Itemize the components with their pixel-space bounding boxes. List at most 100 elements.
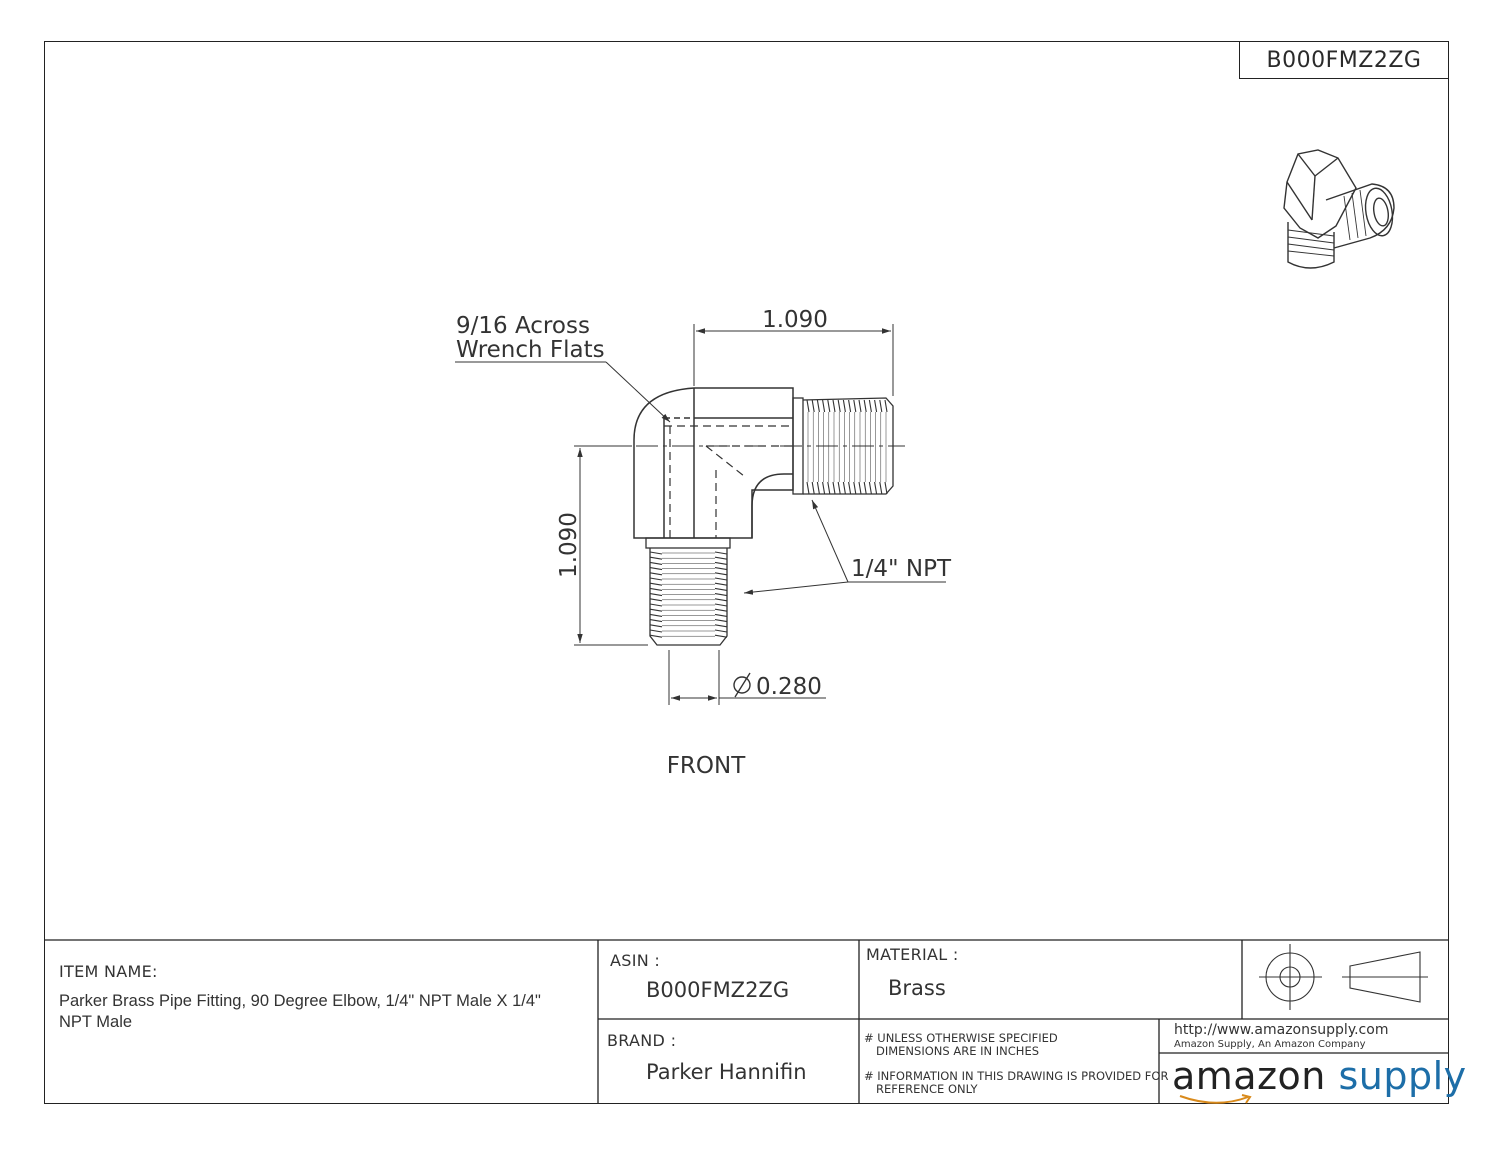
thread-mark xyxy=(714,629,728,633)
thread-mark xyxy=(858,481,862,495)
thread-mark xyxy=(649,556,663,560)
thread-mark xyxy=(842,481,846,495)
thread-mark xyxy=(858,399,862,413)
wrench-flats-leader xyxy=(455,361,671,423)
thread-mark xyxy=(714,608,728,612)
view-label: FRONT xyxy=(667,753,747,779)
projection-symbol-icon xyxy=(1259,944,1428,1010)
thread-mark xyxy=(649,634,663,638)
thread-mark xyxy=(853,399,857,413)
thread-mark xyxy=(714,551,728,555)
item-name-label: ITEM NAME: xyxy=(59,962,158,981)
material-value: Brass xyxy=(888,976,946,1000)
logo-supply-word: supply xyxy=(1338,1054,1467,1098)
note-units-line1: # UNLESS OTHERWISE SPECIFIED xyxy=(864,1031,1058,1045)
thread-mark xyxy=(714,619,728,623)
thread-mark xyxy=(649,613,663,617)
thread-mark xyxy=(806,481,810,495)
thread-mark xyxy=(714,561,728,565)
company-line: Amazon Supply, An Amazon Company xyxy=(1174,1039,1366,1050)
thread-mark xyxy=(827,399,831,413)
thread-mark xyxy=(884,481,888,495)
asin-value: B000FMZ2ZG xyxy=(646,978,790,1002)
amazon-supply-logo: amazon supply xyxy=(1172,1054,1467,1098)
thread-mark xyxy=(874,399,878,413)
title-block-grid xyxy=(44,939,1449,1104)
thread-mark xyxy=(863,399,867,413)
diameter-symbol xyxy=(733,672,751,698)
thread-mark xyxy=(714,613,728,617)
thread-mark xyxy=(822,399,826,413)
thread-mark xyxy=(714,556,728,560)
note-reference-line1: # INFORMATION IN THIS DRAWING IS PROVIDE… xyxy=(864,1069,1169,1083)
thread-mark xyxy=(714,567,728,571)
amazon-smile-icon xyxy=(1179,1094,1252,1104)
part-number-tag: B000FMZ2ZG xyxy=(1239,41,1449,79)
thread-mark xyxy=(863,481,867,495)
thread-mark xyxy=(827,481,831,495)
thread-mark xyxy=(714,577,728,581)
thread-mark xyxy=(649,619,663,623)
thread-mark xyxy=(649,608,663,612)
vertical-dimension xyxy=(574,445,648,646)
thread-mark xyxy=(811,481,815,495)
thread-mark xyxy=(822,481,826,495)
thread-mark xyxy=(879,399,883,413)
item-name-line1: Parker Brass Pipe Fitting, 90 Degree Elb… xyxy=(59,992,541,1010)
wrench-flats-label-line1: 9/16 Across xyxy=(456,313,590,339)
thread-mark xyxy=(874,481,878,495)
thread-mark xyxy=(649,577,663,581)
thread-mark xyxy=(832,481,836,495)
thread-mark xyxy=(714,587,728,591)
thread-mark xyxy=(842,399,846,413)
thread-mark xyxy=(649,598,663,602)
thread-mark xyxy=(848,399,852,413)
thread-mark xyxy=(811,399,815,413)
note-reference-line2: REFERENCE ONLY xyxy=(876,1082,978,1096)
note-units-line2: DIMENSIONS ARE IN INCHES xyxy=(876,1044,1040,1058)
horizontal-dimension xyxy=(693,324,894,396)
thread-mark xyxy=(884,399,888,413)
npt-leader xyxy=(743,499,946,595)
thread-mark xyxy=(714,593,728,597)
thread-mark xyxy=(816,481,820,495)
thread-mark xyxy=(879,481,883,495)
thread-mark xyxy=(649,572,663,576)
thread-mark xyxy=(649,603,663,607)
thread-mark xyxy=(649,567,663,571)
asin-label: ASIN : xyxy=(610,951,661,970)
diameter-value: 0.280 xyxy=(756,674,822,700)
thread-mark xyxy=(853,481,857,495)
thread-mark xyxy=(714,634,728,638)
thread-mark xyxy=(837,481,841,495)
thread-mark xyxy=(816,399,820,413)
drawing-border xyxy=(44,41,1449,1104)
vertical-dimension-value: 1.090 xyxy=(556,512,582,578)
thread-mark xyxy=(649,561,663,565)
thread-mark xyxy=(714,572,728,576)
isometric-view xyxy=(1283,149,1395,269)
diameter-dimension xyxy=(668,650,826,705)
thread-mark xyxy=(832,399,836,413)
brand-value: Parker Hannifin xyxy=(646,1060,807,1084)
thread-mark xyxy=(714,624,728,628)
horizontal-dimension-value: 1.090 xyxy=(762,307,828,333)
thread-mark xyxy=(649,551,663,555)
thread-mark xyxy=(868,481,872,495)
amazon-supply-url[interactable]: http://www.amazonsupply.com xyxy=(1174,1022,1389,1038)
material-label: MATERIAL : xyxy=(866,945,959,964)
thread-mark xyxy=(649,587,663,591)
horizontal-threaded-end xyxy=(792,397,894,495)
thread-mark xyxy=(649,593,663,597)
thread-mark xyxy=(837,399,841,413)
thread-mark xyxy=(714,598,728,602)
brand-label: BRAND : xyxy=(607,1031,677,1050)
npt-label: 1/4" NPT xyxy=(851,556,952,582)
thread-mark xyxy=(714,603,728,607)
thread-mark xyxy=(848,481,852,495)
vertical-threaded-end xyxy=(645,537,731,646)
thread-mark xyxy=(649,629,663,633)
thread-mark xyxy=(868,399,872,413)
thread-mark xyxy=(806,399,810,413)
